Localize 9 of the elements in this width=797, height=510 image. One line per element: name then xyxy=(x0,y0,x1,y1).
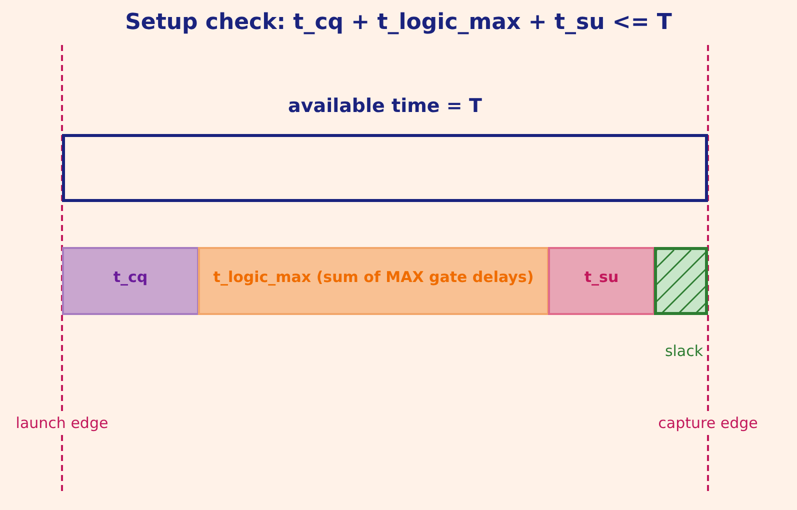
segment-label: t_logic_max (sum of MAX gate delays) xyxy=(213,268,534,286)
segment-label: t_su xyxy=(584,268,619,286)
diagram-title: Setup check: t_cq + t_logic_max + t_su <= T xyxy=(124,10,673,35)
delay-segment xyxy=(548,247,655,315)
slack-label: slack xyxy=(664,342,704,360)
segment-label: t_cq xyxy=(113,268,148,286)
window-heading: available time = T xyxy=(287,95,483,117)
delay-segment xyxy=(62,247,199,315)
delay-segment xyxy=(198,247,549,315)
